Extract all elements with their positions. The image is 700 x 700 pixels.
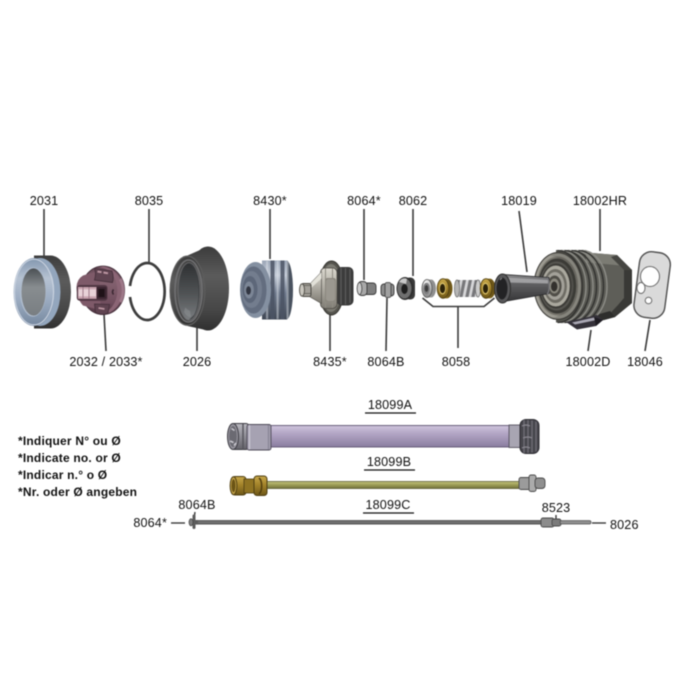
svg-text:18099B: 18099B bbox=[367, 455, 411, 469]
svg-text:18002D: 18002D bbox=[565, 355, 610, 369]
svg-text:8064B: 8064B bbox=[367, 355, 404, 369]
svg-text:8523: 8523 bbox=[542, 501, 571, 515]
svg-text:18046: 18046 bbox=[627, 355, 663, 369]
svg-text:8064*: 8064* bbox=[133, 516, 167, 530]
svg-text:2031: 2031 bbox=[30, 194, 59, 208]
svg-text:*Nr. oder Ø angeben: *Nr. oder Ø angeben bbox=[18, 485, 137, 499]
svg-text:2032 / 2033*: 2032 / 2033* bbox=[69, 355, 142, 369]
svg-text:18002HR: 18002HR bbox=[573, 194, 627, 208]
svg-text:18099A: 18099A bbox=[368, 398, 413, 412]
svg-text:18099C: 18099C bbox=[365, 498, 410, 512]
svg-text:2026: 2026 bbox=[183, 355, 212, 369]
svg-text:8058: 8058 bbox=[442, 355, 471, 369]
svg-text:8064B: 8064B bbox=[178, 498, 215, 512]
svg-text:*Indicate no. or Ø: *Indicate no. or Ø bbox=[18, 451, 121, 465]
svg-text:8064*: 8064* bbox=[347, 194, 381, 208]
svg-text:*Indicar n.° o Ø: *Indicar n.° o Ø bbox=[18, 468, 107, 482]
svg-text:*Indiquer N° ou Ø: *Indiquer N° ou Ø bbox=[18, 434, 121, 448]
svg-text:8035: 8035 bbox=[135, 194, 164, 208]
svg-text:8430*: 8430* bbox=[253, 194, 287, 208]
svg-text:8026: 8026 bbox=[610, 518, 639, 532]
svg-text:8062: 8062 bbox=[399, 194, 428, 208]
svg-text:8435*: 8435* bbox=[313, 355, 347, 369]
svg-text:18019: 18019 bbox=[501, 194, 537, 208]
